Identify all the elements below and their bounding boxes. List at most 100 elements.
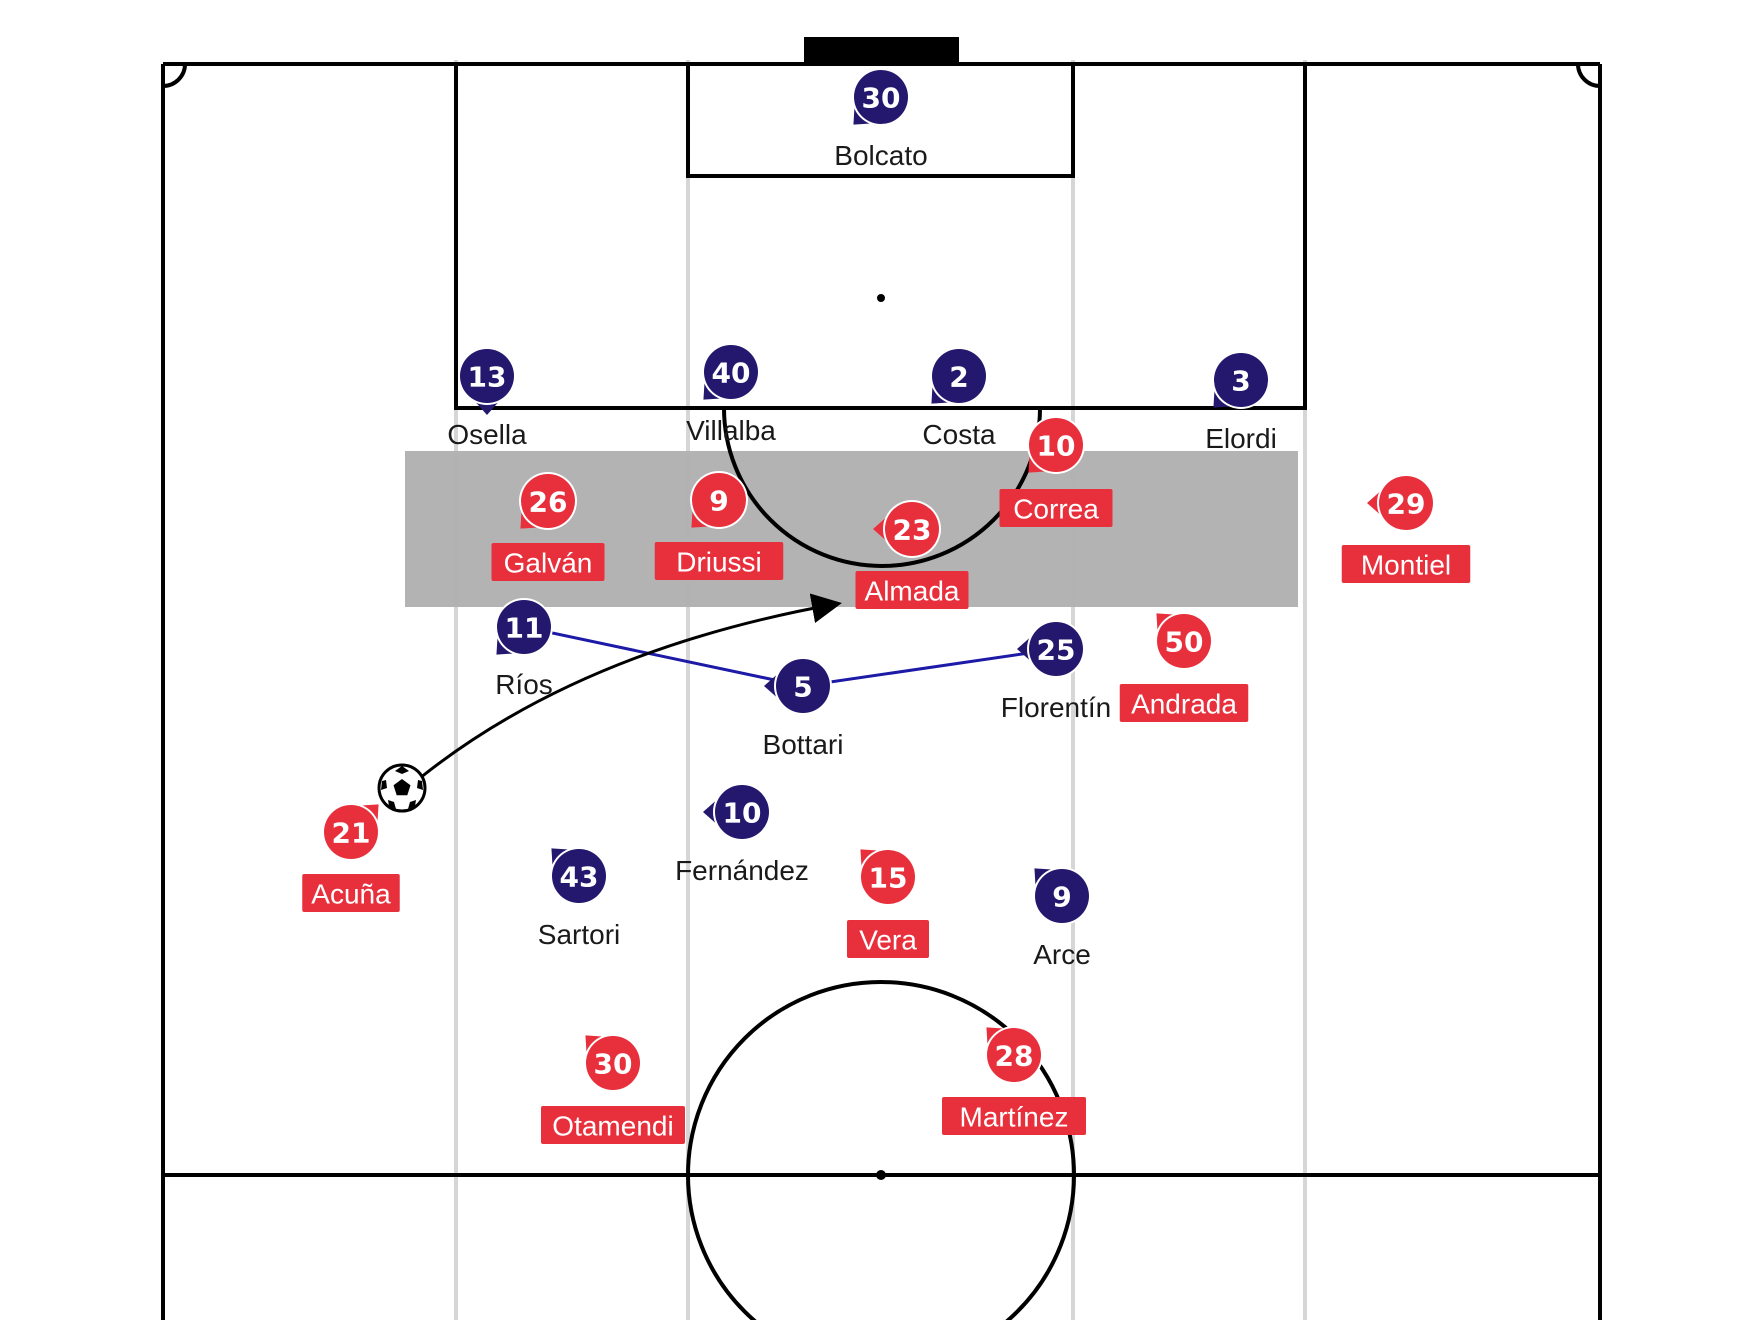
player-badge	[854, 70, 908, 124]
player-name-label	[541, 1106, 685, 1144]
pitch-markings	[161, 37, 1602, 1320]
player-name: Otamendi	[552, 1111, 673, 1142]
player-number: 10	[1037, 430, 1076, 463]
player-name-label	[999, 489, 1113, 527]
centre-circle	[686, 980, 1076, 1320]
player-badge	[1029, 418, 1083, 472]
player-name-label	[1119, 684, 1249, 722]
player-number: 11	[505, 612, 544, 645]
player-badge	[521, 474, 575, 528]
centre-spot	[876, 1170, 886, 1180]
player-name-label	[491, 543, 605, 581]
player-number: 15	[869, 862, 908, 895]
player-badge	[885, 502, 939, 556]
player-name: Costa	[922, 419, 996, 450]
player-badge	[1157, 614, 1211, 668]
player-number: 26	[529, 486, 568, 519]
player-badge	[586, 1036, 640, 1090]
player-number: 13	[468, 361, 507, 394]
player-badge	[776, 659, 830, 713]
player-name: Elordi	[1205, 423, 1277, 454]
player-name: Villalba	[686, 415, 776, 446]
player-name: Osella	[447, 419, 527, 450]
player-badge	[552, 849, 606, 903]
player-badge	[497, 600, 551, 654]
player-badge	[987, 1028, 1041, 1082]
player-name-label	[855, 571, 969, 609]
player-badge	[324, 805, 378, 859]
goal-area	[686, 62, 1075, 178]
corner-arc-left	[162, 63, 187, 88]
player-badge	[1379, 476, 1433, 530]
player-name: Andrada	[1131, 689, 1237, 720]
player-number: 40	[712, 357, 751, 390]
player-number: 28	[995, 1040, 1034, 1073]
player-name: Martínez	[960, 1102, 1069, 1133]
player-name-label	[847, 920, 929, 958]
player-number: 3	[1231, 365, 1250, 398]
player-name: Acuña	[311, 879, 391, 910]
player-name-label	[1341, 545, 1471, 583]
player-number: 50	[1165, 626, 1204, 659]
player-name: Correa	[1013, 494, 1099, 525]
player-number: 29	[1387, 488, 1426, 521]
soccer-ball-icon	[377, 763, 427, 813]
player-name: Fernández	[675, 855, 809, 886]
penalty-spot	[877, 294, 885, 302]
player-number: 25	[1037, 634, 1076, 667]
corner-arc-right	[1576, 63, 1601, 88]
player-badge	[704, 345, 758, 399]
player-name: Sartori	[538, 919, 620, 950]
player-name: Arce	[1033, 939, 1091, 970]
player-number: 43	[560, 861, 599, 894]
player-number: 10	[723, 797, 762, 830]
penalty-arc	[722, 407, 1042, 568]
player-badge	[460, 349, 514, 403]
player-name-label	[654, 542, 784, 580]
player-name: Driussi	[676, 547, 762, 578]
player-badge	[1214, 353, 1268, 407]
player-name-label	[942, 1097, 1086, 1135]
player-number: 30	[594, 1048, 633, 1081]
player-name: Florentín	[1001, 692, 1112, 723]
player-number: 5	[793, 671, 812, 704]
player-number: 9	[709, 485, 728, 518]
player-name: Almada	[865, 576, 960, 607]
player-name-label	[302, 874, 400, 912]
player-name: Ríos	[495, 669, 553, 700]
player-name: Galván	[504, 548, 593, 579]
player-name: Bottari	[763, 729, 844, 760]
player-badge	[1029, 622, 1083, 676]
player-name: Montiel	[1361, 550, 1451, 581]
goal	[804, 37, 959, 62]
player-badge	[1035, 869, 1089, 923]
player-number: 9	[1052, 881, 1071, 914]
player-badge	[692, 473, 746, 527]
player-badge	[932, 349, 986, 403]
player-badge	[861, 850, 915, 904]
player-number: 23	[893, 514, 932, 547]
